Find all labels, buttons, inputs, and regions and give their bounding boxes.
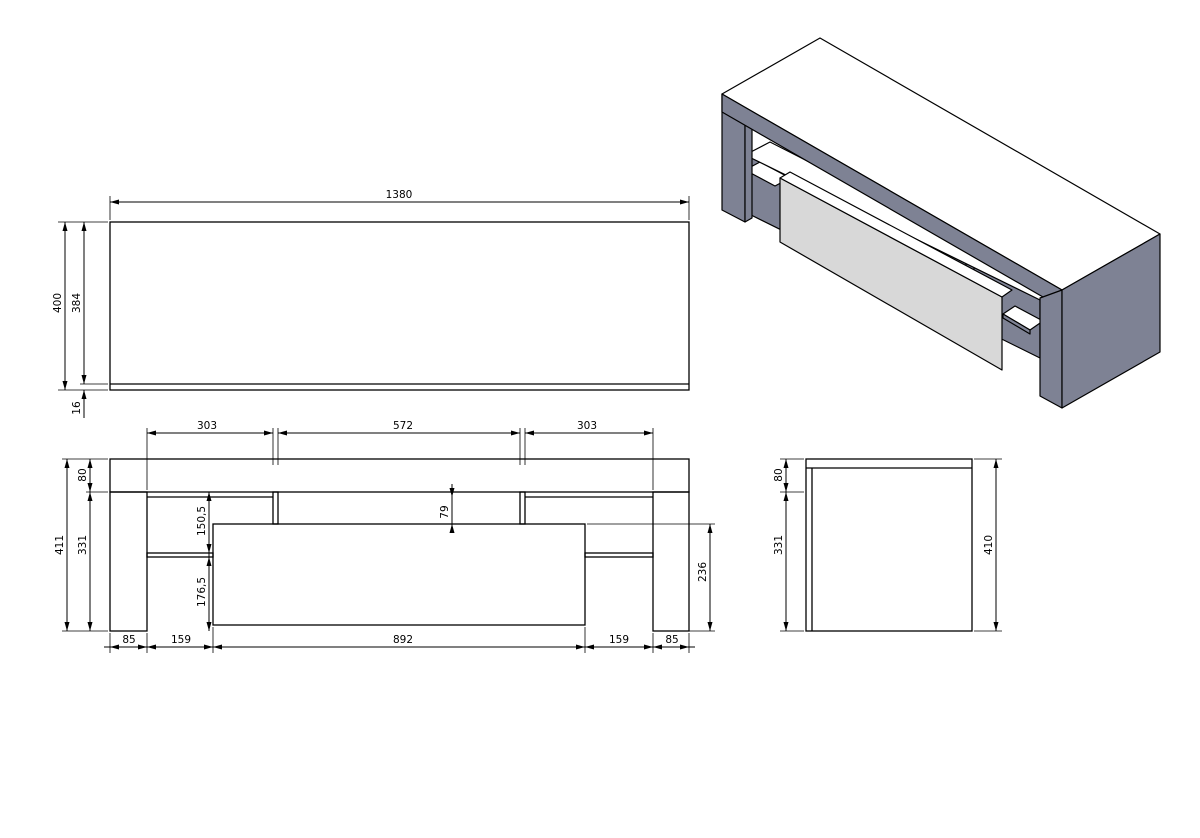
- total-height-label: 411: [54, 535, 66, 555]
- front-left-leg: [109, 491, 148, 632]
- top-thickness-label: 80: [77, 468, 89, 481]
- niche-right-label: 159: [609, 634, 629, 646]
- side-total-height-label: 410: [983, 535, 995, 555]
- front-left-shelf: [146, 552, 214, 558]
- lower-shelf-label: 176,5: [196, 577, 208, 607]
- iso-right-leg-side: [1061, 233, 1161, 409]
- depth-label: 400: [52, 293, 64, 313]
- top-right-width-label: 303: [577, 420, 597, 432]
- front-right-shelf: [584, 552, 654, 558]
- top-left-width-label: 303: [197, 420, 217, 432]
- iso-right-leg-front: [1039, 289, 1063, 409]
- width-label: 1380: [386, 189, 413, 201]
- leg-right-label: 85: [665, 634, 678, 646]
- shelf-gap-label: 79: [439, 505, 451, 518]
- upper-shelf-label: 150,5: [196, 506, 208, 536]
- drawer-height-label: 236: [697, 562, 709, 582]
- top-view-outline: [109, 221, 690, 391]
- leg-left-label: 85: [122, 634, 135, 646]
- front-top-board: [109, 458, 690, 493]
- back-panel-label: 16: [71, 401, 83, 415]
- inner-depth-label: 384: [71, 293, 83, 313]
- front-drawer: [212, 523, 586, 626]
- front-view: 303 572 303 79 150,5 176,5 236: [54, 420, 715, 653]
- side-view: 80 331 410: [773, 458, 1002, 632]
- iso-drawer-top: [779, 171, 1013, 298]
- leg-height-label: 331: [77, 535, 89, 555]
- drawer-width-label: 892: [393, 634, 413, 646]
- top-middle-width-label: 572: [393, 420, 413, 432]
- front-left-partition: [272, 491, 279, 525]
- side-top-thickness-label: 80: [773, 468, 785, 481]
- isometric-view: [721, 37, 1161, 409]
- front-right-partition: [519, 491, 526, 525]
- front-right-leg: [652, 491, 690, 632]
- side-outline: [805, 458, 973, 632]
- side-leg-height-label: 331: [773, 535, 785, 555]
- top-view: 1380 400 384 16: [52, 189, 690, 418]
- niche-left-label: 159: [171, 634, 191, 646]
